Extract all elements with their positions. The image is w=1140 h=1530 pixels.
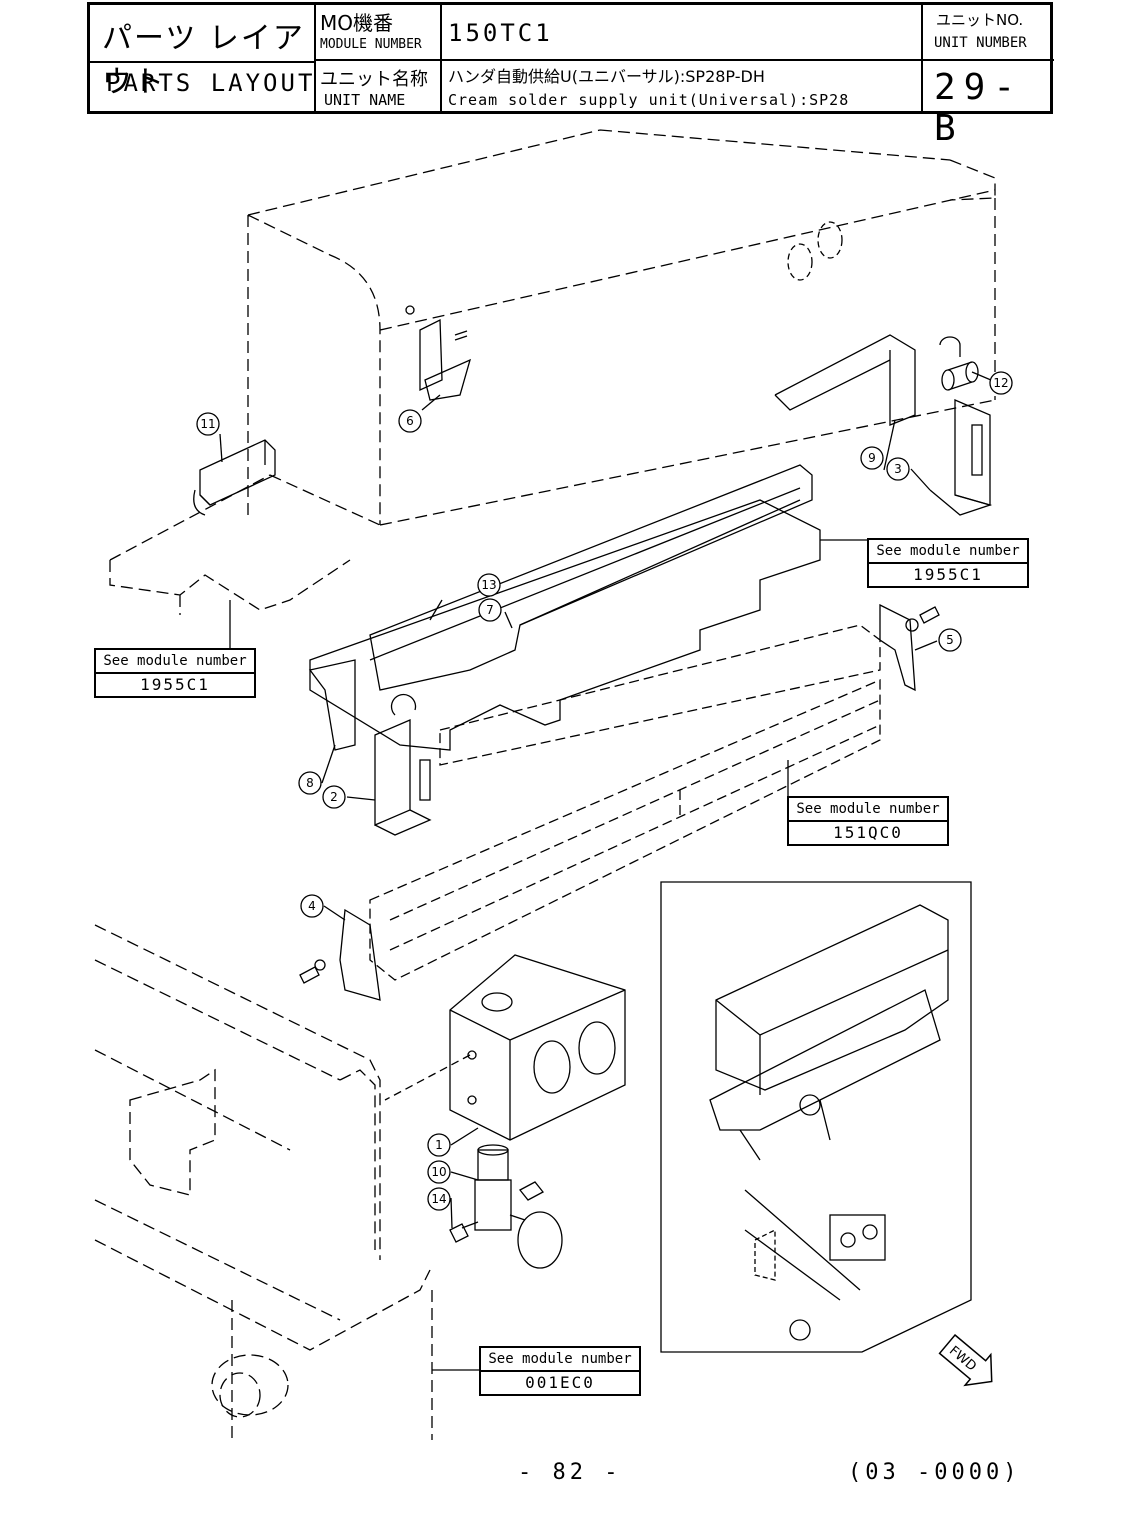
part-14-fitting	[449, 1221, 479, 1243]
unit-name-jp: ハンダ自動供給U(ユニバーサル):SP28P-DH	[448, 67, 765, 86]
reference-label: See module number	[96, 650, 254, 674]
frame-outline	[109, 129, 996, 615]
fwd-arrow-icon: FWD	[938, 1333, 993, 1387]
machine-base	[94, 924, 433, 1440]
callout-12-label: 12	[993, 376, 1008, 390]
overview-inset	[660, 881, 972, 1353]
unit-no-label-jp: ユニットNO.	[936, 11, 1024, 29]
part-2-bracket	[374, 693, 432, 836]
callout-9	[860, 446, 884, 470]
callout-6-label: 6	[406, 414, 414, 428]
callout-9-label: 9	[868, 451, 876, 465]
part-4-plate	[299, 908, 381, 1001]
divider	[921, 5, 923, 111]
part-11-sensor	[193, 439, 276, 516]
callout-11	[196, 412, 220, 436]
callout-4	[300, 894, 324, 918]
rail-beam	[369, 624, 881, 981]
callouts	[196, 371, 1013, 1211]
reference-value: 001EC0	[525, 1373, 595, 1392]
callout-13-label: 13	[481, 578, 496, 592]
callout-3-label: 3	[894, 462, 902, 476]
callout-8-label: 8	[306, 776, 314, 790]
exploded-parts-drawing: 11 6 13 7 8 2 9 3 12 5 4 1 10 14 FWD	[94, 129, 1013, 1440]
reference-label: See module number	[869, 540, 1027, 564]
reference-value: 151QC0	[833, 823, 903, 842]
callout-10	[427, 1160, 451, 1184]
reference-value: 1955C1	[140, 675, 210, 694]
reference-box: See module number 1955C1	[867, 538, 1029, 588]
part-3-bracket	[929, 399, 993, 516]
reference-label: See module number	[789, 798, 947, 822]
unit-name-label-en: UNIT NAME	[324, 91, 406, 109]
callout-2	[322, 785, 346, 809]
reference-box: See module number 001EC0	[479, 1346, 641, 1396]
callout-6	[398, 409, 422, 433]
module-number: 150TC1	[448, 19, 553, 47]
callout-11-label: 11	[200, 417, 215, 431]
module-label-en: MODULE NUMBER	[320, 37, 422, 52]
title-en: PARTS LAYOUT	[106, 69, 316, 97]
part-6-bracket	[405, 305, 472, 401]
unit-name-label-jp: ユニット名称	[320, 69, 428, 90]
divider	[440, 5, 442, 111]
part-10-regulator	[474, 1144, 563, 1269]
part-8-bracket	[308, 659, 356, 751]
reference-label: See module number	[481, 1348, 639, 1372]
callout-10-label: 10	[431, 1165, 446, 1179]
callout-14-label: 14	[431, 1192, 446, 1206]
callout-7-label: 7	[486, 603, 494, 617]
callout-4-label: 4	[308, 899, 316, 913]
page-number: - 82 -	[518, 1460, 622, 1485]
part-1-block	[449, 954, 626, 1141]
reference-value: 1955C1	[913, 565, 983, 584]
part-9-bracket	[774, 334, 916, 426]
callout-14	[427, 1187, 451, 1211]
lower-plate	[309, 499, 821, 751]
callout-5	[938, 628, 962, 652]
part-7-rail	[369, 464, 813, 691]
divider	[90, 61, 314, 63]
reference-box: See module number 151QC0	[787, 796, 949, 846]
callout-3	[886, 457, 910, 481]
callout-7	[478, 598, 502, 622]
part-5-plate	[879, 603, 940, 692]
unit-no-label-en: UNIT NUMBER	[934, 35, 1027, 51]
title-jp: パーツ レイアウト	[102, 21, 305, 100]
callout-12	[989, 371, 1013, 395]
callout-5-label: 5	[946, 633, 954, 647]
callout-1-label: 1	[435, 1138, 443, 1152]
module-label-jp: MO機番	[320, 11, 393, 35]
callout-2-label: 2	[330, 790, 338, 804]
divider	[314, 5, 316, 111]
part-12-cylinder	[939, 336, 979, 391]
callout-13	[477, 573, 501, 597]
callout-8	[298, 771, 322, 795]
unit-name-en: Cream solder supply unit(Universal):SP28	[448, 91, 850, 109]
callout-1	[427, 1133, 451, 1157]
reference-box: See module number 1955C1	[94, 648, 256, 698]
title-block: パーツ レイアウト PARTS LAYOUT MO機番 MODULE NUMBE…	[87, 2, 1054, 149]
revision-code: (03 -0000)	[848, 1460, 1021, 1485]
unit-number: 29-B	[934, 67, 1024, 149]
divider	[314, 59, 1054, 61]
